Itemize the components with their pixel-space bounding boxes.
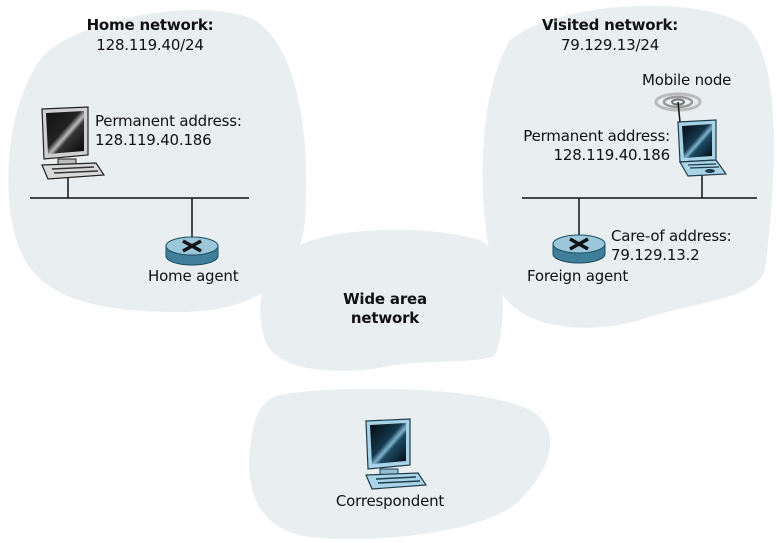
wan-cloud	[260, 229, 503, 371]
mobile-perm-address: 128.119.40.186	[553, 146, 671, 164]
correspondent-label: Correspondent	[335, 492, 445, 510]
antenna	[677, 101, 681, 123]
home-agent-label: Home agent	[148, 267, 239, 285]
care-of-address: 79.129.13.2	[611, 246, 700, 264]
home-network-cloud	[8, 9, 307, 313]
laptop-icon	[677, 119, 728, 177]
foreign-agent-label: Foreign agent	[527, 267, 629, 285]
visited-network-subnet: 79.129.13/24	[560, 36, 660, 54]
home-host-label: Permanent address:	[95, 112, 242, 130]
desktop-computer-icon	[365, 418, 428, 490]
wan-label-line1: Wide area	[343, 290, 427, 308]
router-icon	[165, 236, 219, 266]
care-of-label: Care-of address:	[611, 227, 732, 245]
desktop-computer-icon	[41, 106, 106, 180]
home-network-subnet: 128.119.40/24	[96, 36, 204, 54]
wan-label-line2: network	[350, 309, 420, 327]
home-host-address: 128.119.40.186	[95, 131, 212, 149]
visited-network-title: Visited network:	[541, 16, 679, 34]
mobile-perm-label: Permanent address:	[523, 127, 670, 145]
home-network-title: Home network:	[86, 16, 214, 34]
router-icon	[552, 234, 606, 264]
mobile-node-label: Mobile node	[642, 71, 732, 89]
